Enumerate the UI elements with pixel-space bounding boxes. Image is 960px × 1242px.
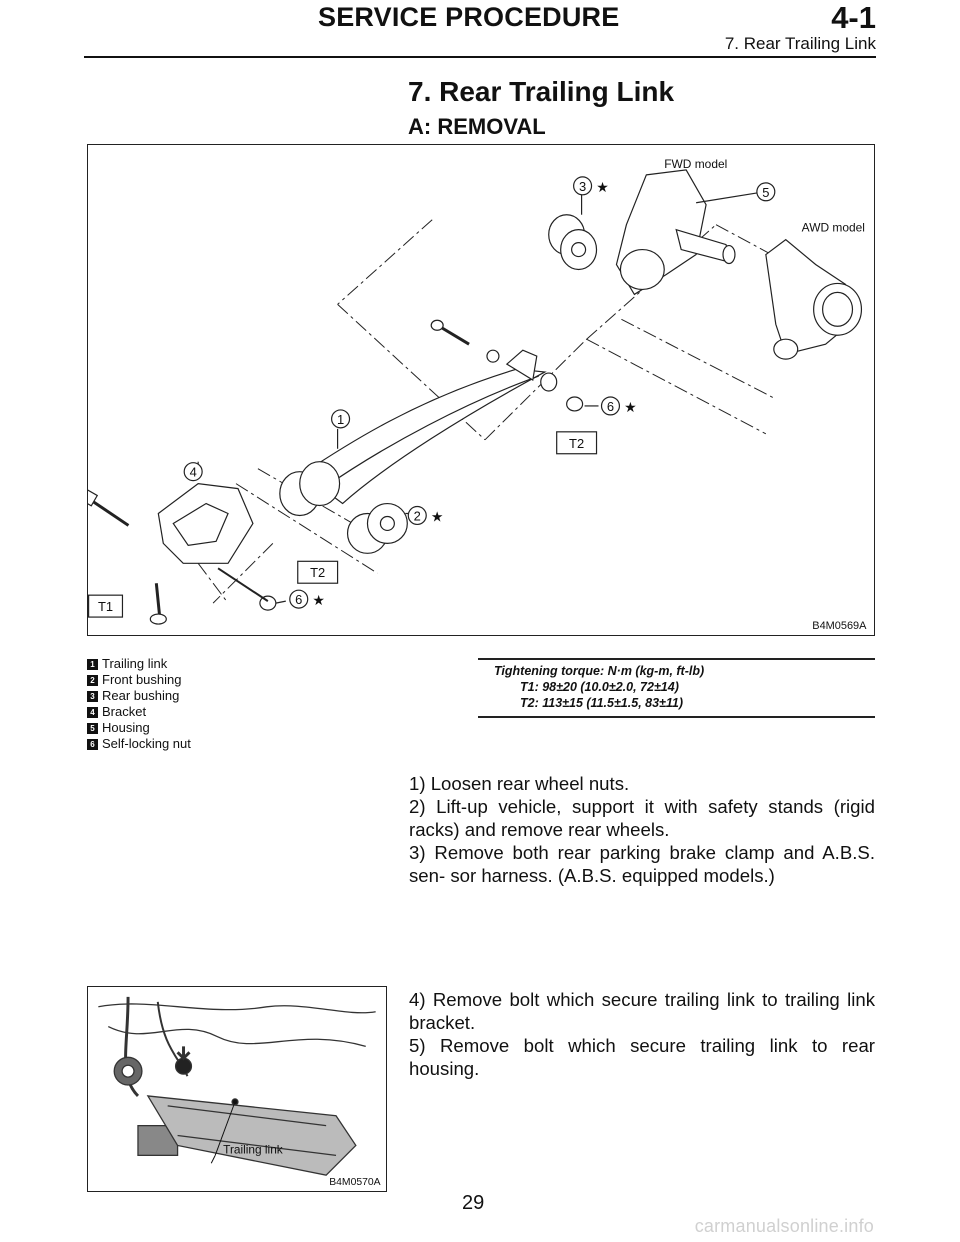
star-icon: ★ <box>312 592 325 608</box>
callout-4: 4 <box>190 465 197 480</box>
page-subtitle: A: REMOVAL <box>408 114 546 139</box>
legend-item: 3 Rear bushing <box>87 688 191 704</box>
header-rule <box>84 56 876 58</box>
step-text: 4) Remove bolt which secure trailing lin… <box>409 989 875 1033</box>
step-text: 1) Loosen rear wheel nuts. <box>409 773 630 794</box>
figure-id: B4M0570A <box>329 1177 380 1188</box>
torque-tag-t1: T1 <box>98 599 113 614</box>
torque-tag-t2-upper: T2 <box>569 436 584 451</box>
legend-item: 2 Front bushing <box>87 672 191 688</box>
watermark: carmanualsonline.info <box>694 1216 874 1236</box>
legend-number: 2 <box>87 674 98 686</box>
star-icon: ★ <box>596 179 609 195</box>
legend-text: Trailing link <box>102 656 168 671</box>
torque-t1: T1: 98±20 (10.0±2.0, 72±14) <box>520 680 679 694</box>
parts-legend: 1 Trailing link 2 Front bushing 3 Rear bush… <box>87 656 191 752</box>
legend-text: Self-locking nut <box>102 736 191 751</box>
step-text: 3) Remove both rear parking brake clamp … <box>409 842 875 886</box>
trailing-link-label: Trailing link <box>223 1142 283 1156</box>
legend-item: 5 Housing <box>87 720 191 736</box>
legend-number: 1 <box>87 658 98 670</box>
torque-tag-t2-lower: T2 <box>310 565 325 580</box>
legend-number: 5 <box>87 722 98 734</box>
callout-5: 5 <box>762 185 769 200</box>
removal-steps-4-5: 4) Remove bolt which secure trailing lin… <box>409 988 875 1080</box>
legend-text: Rear bushing <box>102 688 180 703</box>
page-number: 29 <box>462 1192 485 1214</box>
callout-1: 1 <box>337 412 344 427</box>
torque-spec-box: Tightening torque: N·m (kg-m, ft-lb) T1:… <box>478 658 875 718</box>
star-icon: ★ <box>624 399 637 415</box>
legend-number: 4 <box>87 706 98 718</box>
trailing-link-photo: Trailing link B4M0570A <box>88 987 386 1191</box>
figure-id: B4M0569A <box>812 620 867 632</box>
torque-t2: T2: 113±15 (11.5±1.5, 83±11) <box>520 696 684 710</box>
legend-text: Housing <box>102 720 150 735</box>
page-title: 7. Rear Trailing Link <box>408 76 675 107</box>
legend-text: Front bushing <box>102 672 182 687</box>
awd-model-label: AWD model <box>802 221 865 235</box>
legend-item: 4 Bracket <box>87 704 191 720</box>
callout-3: 3 <box>579 179 586 194</box>
trailing-link-photo-figure: Trailing link B4M0570A <box>87 986 387 1192</box>
torque-heading: Tightening torque: N·m (kg-m, ft-lb) <box>494 664 705 678</box>
removal-steps-1-3: 1) Loosen rear wheel nuts. 2) Lift-up ve… <box>409 772 875 887</box>
callout-6-lower: 6 <box>295 592 302 607</box>
step-text: 2) Lift-up vehicle, support it with safe… <box>409 796 875 840</box>
star-icon: ★ <box>431 508 444 524</box>
callout-2: 2 <box>414 508 421 523</box>
fwd-model-label: FWD model <box>664 157 727 171</box>
legend-item: 6 Self-locking nut <box>87 736 191 752</box>
callout-6-upper: 6 <box>607 399 614 414</box>
legend-number: 6 <box>87 738 98 750</box>
legend-item: 1 Trailing link <box>87 656 191 672</box>
step-text: 5) Remove bolt which secure trailing lin… <box>409 1035 875 1079</box>
header-section-code: 4-1 <box>831 0 876 35</box>
header-section-subtitle: 7. Rear Trailing Link <box>724 34 876 53</box>
legend-text: Bracket <box>102 704 147 719</box>
legend-number: 3 <box>87 690 98 702</box>
exploded-diagram: 3 5 1 4 2 6 6 T2 T2 T1 ★ ★ ★ ★ FWD model… <box>88 157 867 632</box>
header-section-title: SERVICE PROCEDURE <box>318 2 620 32</box>
exploded-diagram-figure: 3 5 1 4 2 6 6 T2 T2 T1 ★ ★ ★ ★ FWD model… <box>87 144 875 636</box>
